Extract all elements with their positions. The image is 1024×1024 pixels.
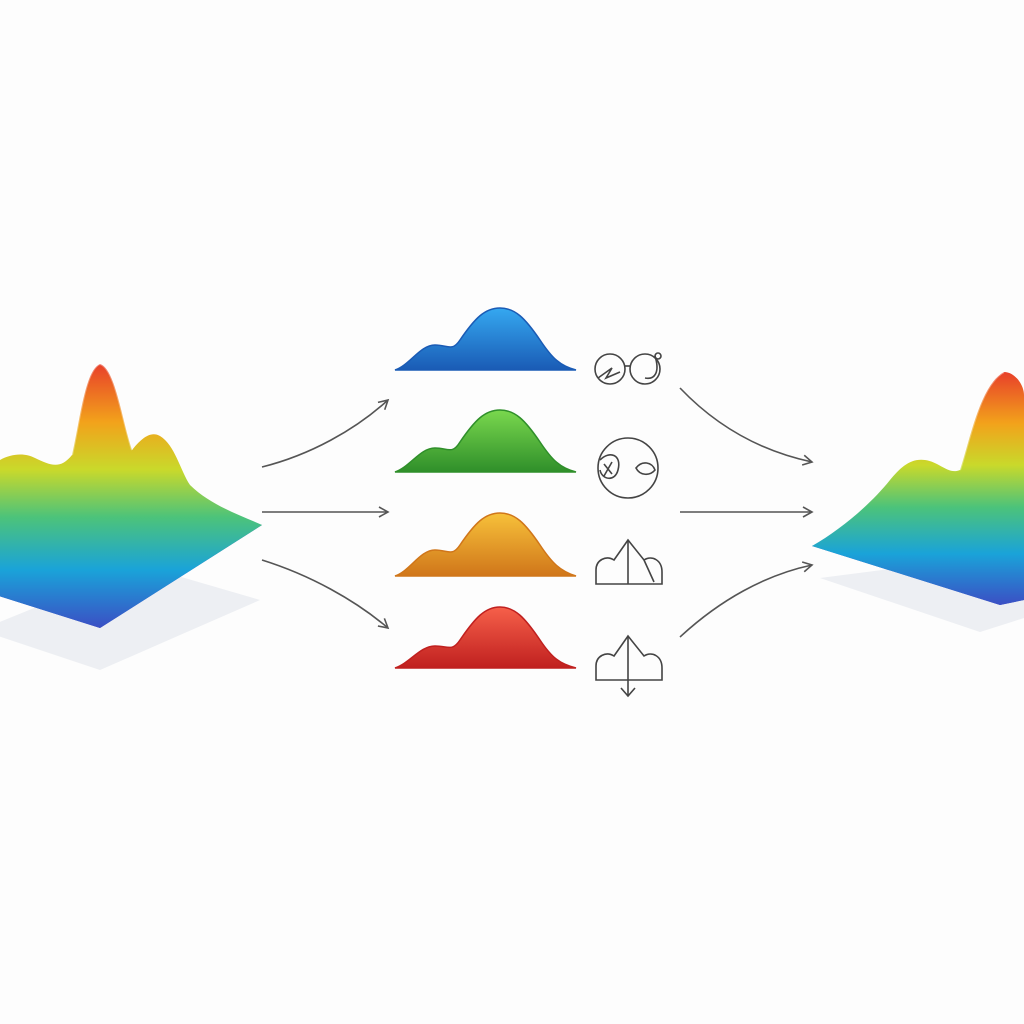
component-blue	[394, 307, 577, 371]
output-surface-peaks	[812, 372, 1024, 605]
component-orange	[394, 512, 577, 577]
linked-circles-icon	[594, 352, 662, 385]
updown-cloud-icon	[595, 634, 663, 698]
component-green	[394, 409, 577, 473]
input-surface-ridge	[71, 362, 133, 456]
curve-blue	[394, 307, 577, 371]
input-surface-peaks	[0, 364, 262, 628]
curve-green	[394, 409, 577, 473]
input-surface	[0, 362, 262, 670]
peak-cloud-icon	[595, 538, 663, 585]
input-surface-shadow	[0, 565, 260, 670]
component-red	[394, 606, 577, 669]
arrow-to-red	[261, 559, 390, 630]
arrow-from-blue	[679, 387, 814, 466]
output-surface	[812, 371, 1024, 632]
circle-face-icon	[597, 437, 659, 499]
curve-red	[394, 606, 577, 669]
curve-orange	[394, 512, 577, 577]
arrow-to-blue	[261, 398, 390, 468]
output-surface-ridge	[959, 371, 1005, 471]
split-arrows	[261, 398, 390, 630]
arrow-from-red	[679, 561, 814, 638]
merge-arrows	[679, 387, 814, 638]
